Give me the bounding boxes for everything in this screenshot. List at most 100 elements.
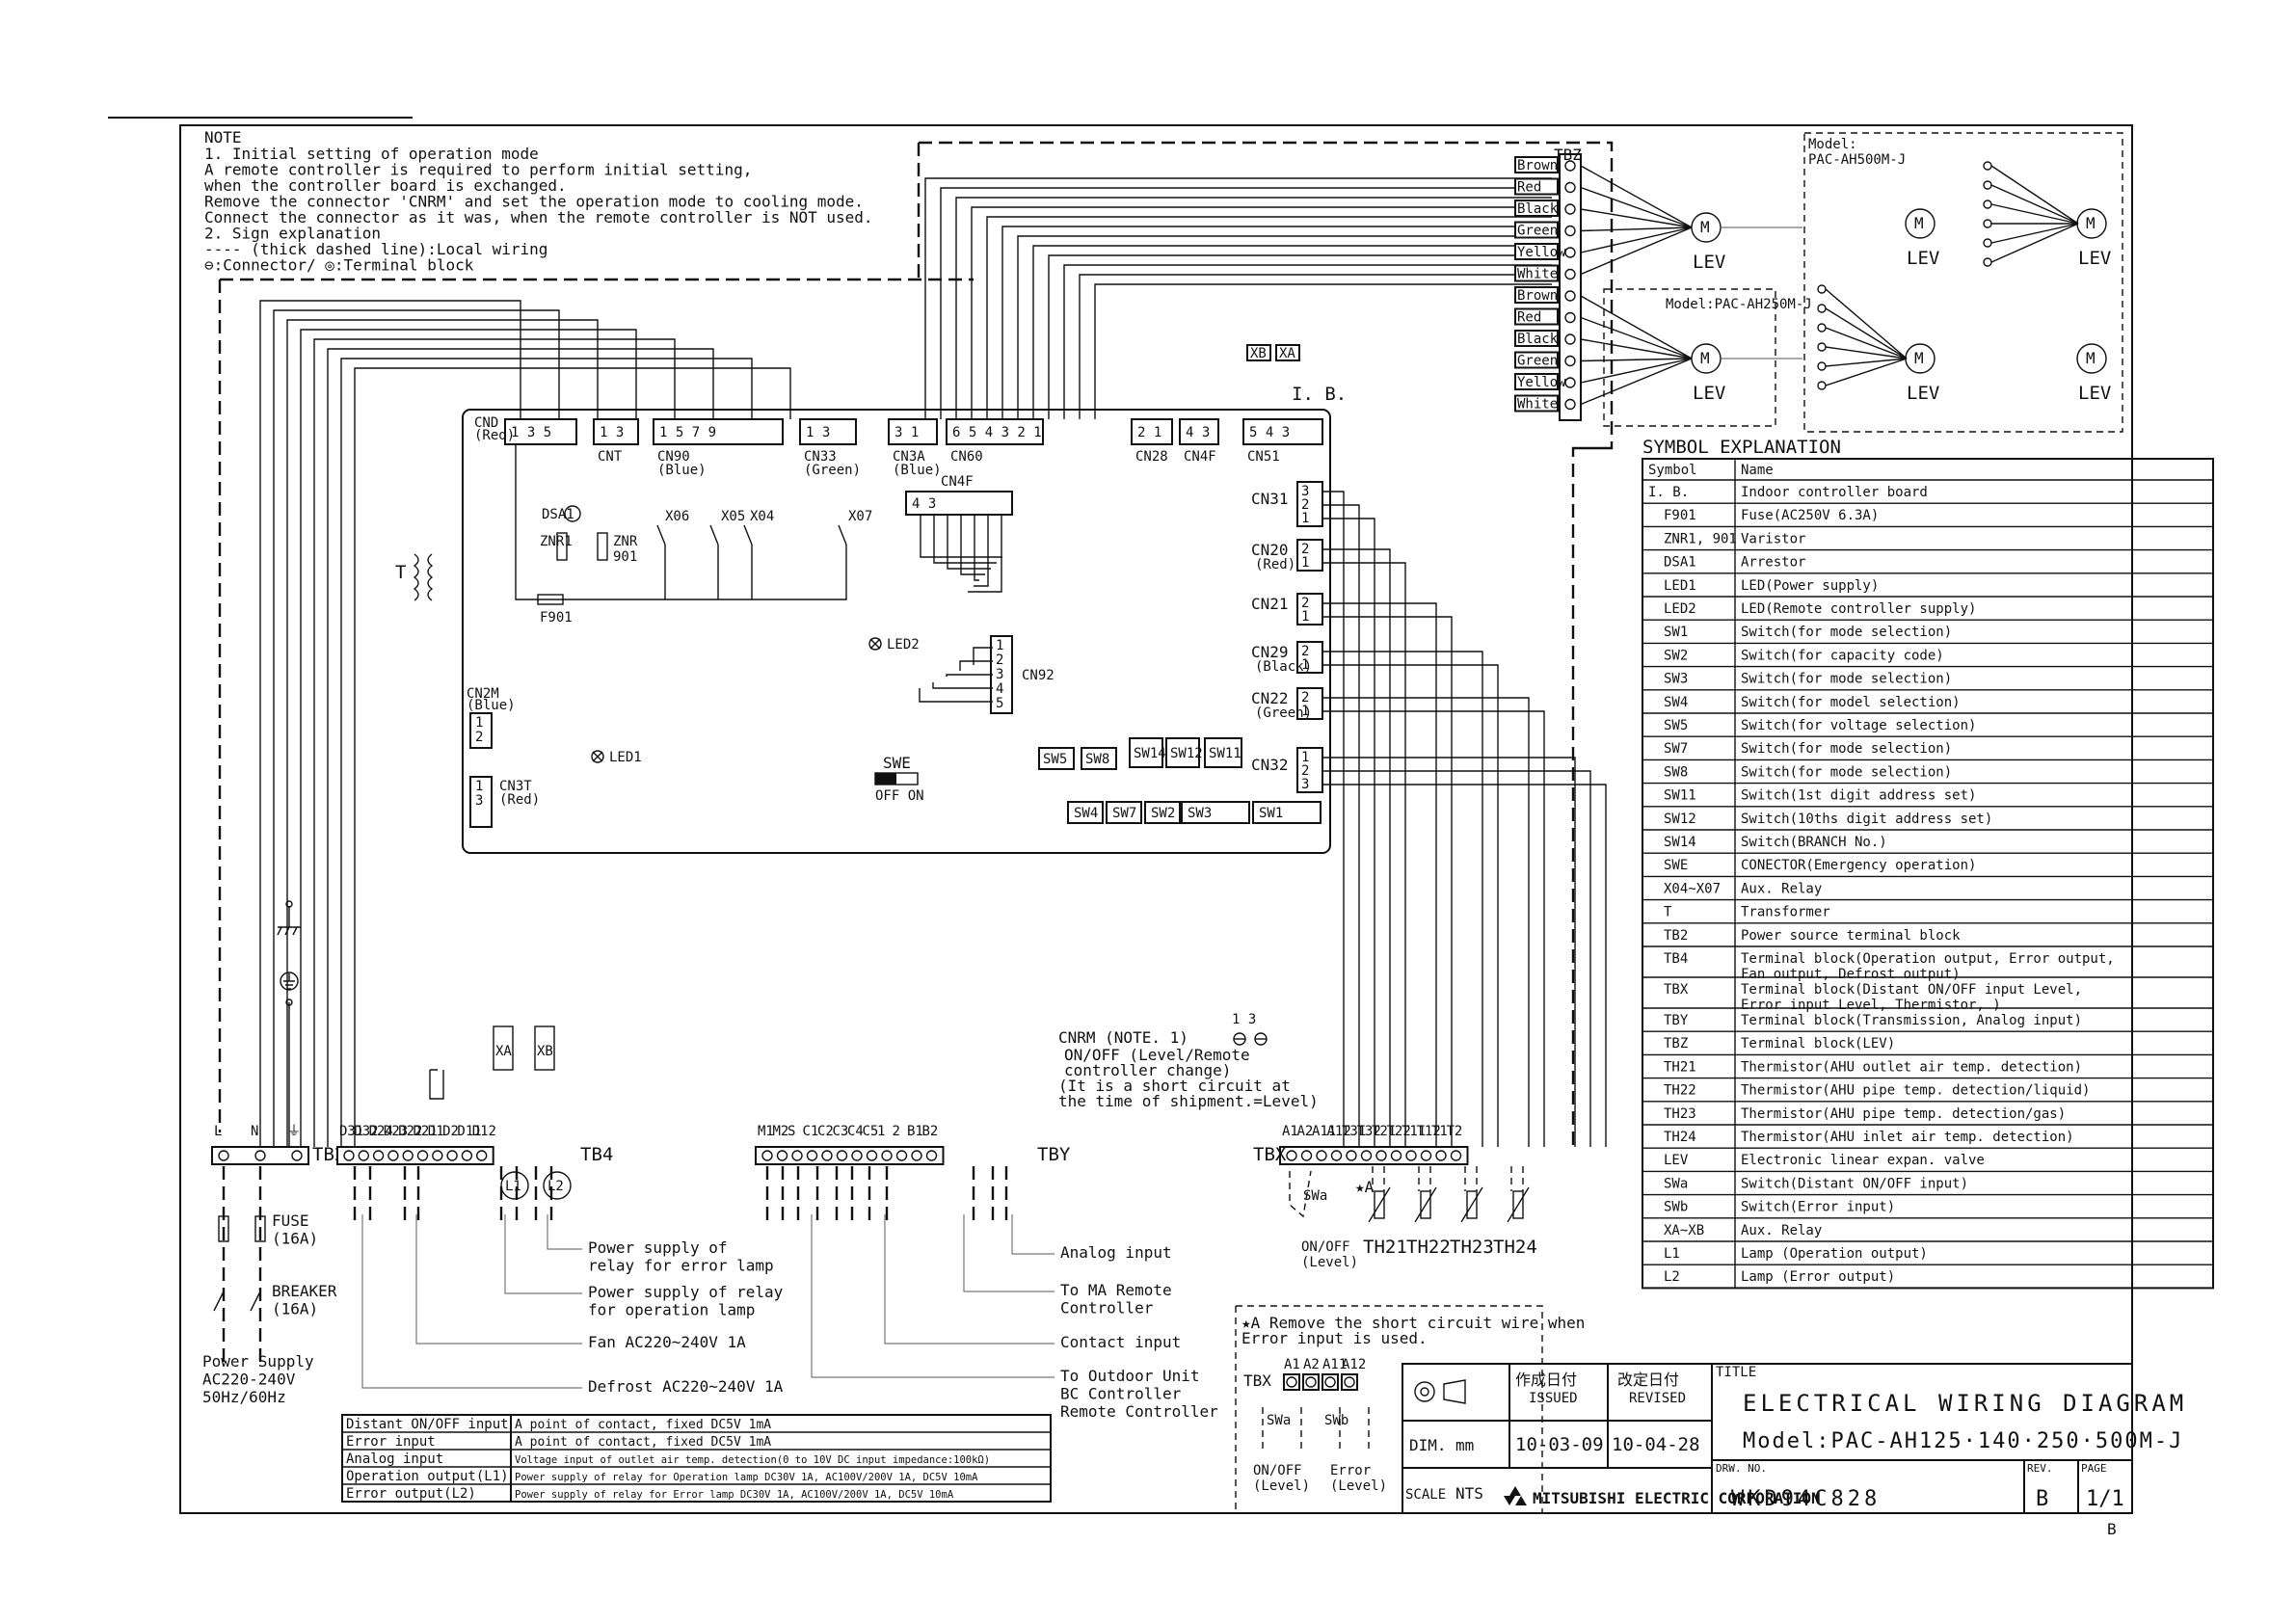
terminal-screw[interactable] (416, 1150, 429, 1161)
symbol-cell: TBX (1664, 982, 1689, 998)
connector-pin: 3 (996, 667, 1003, 682)
switch-sw12[interactable]: SW12 (1165, 737, 1203, 768)
callout-leader (415, 1214, 582, 1344)
cn7v-wire (960, 515, 985, 575)
terminal-label: D22 (398, 1124, 422, 1139)
terminal-screw[interactable] (1450, 1150, 1462, 1161)
terminal-screw[interactable] (1330, 1150, 1343, 1161)
cn92-wire (973, 647, 993, 665)
terminal-screw[interactable] (358, 1150, 369, 1161)
terminal-screw[interactable] (1360, 1150, 1373, 1161)
terminal-screw[interactable] (881, 1150, 893, 1161)
switch-sw7[interactable]: SW7 (1106, 801, 1142, 824)
symbol-desc: Lamp (Error output) (1741, 1269, 1895, 1285)
terminal-screw[interactable] (776, 1150, 788, 1161)
terminal-screw[interactable] (1346, 1150, 1357, 1161)
symbol-desc: Switch(for mode selection) (1741, 764, 1952, 780)
terminal-screw[interactable] (254, 1150, 266, 1161)
symbol-cell: TB2 (1664, 928, 1688, 944)
terminal-screw[interactable] (387, 1150, 399, 1161)
terminal-screw[interactable] (895, 1150, 908, 1161)
switch-sw4[interactable]: SW4 (1067, 801, 1104, 824)
symbol-desc: Switch(Error input) (1741, 1200, 1895, 1215)
terminal-screw[interactable] (1316, 1150, 1327, 1161)
terminal-screw[interactable] (761, 1150, 773, 1161)
connector-name: CN29 (1251, 643, 1289, 661)
switch-sw2[interactable]: SW2 (1144, 801, 1181, 824)
switch-sw5[interactable]: SW5 (1038, 747, 1075, 770)
symbol-cell: SW4 (1664, 695, 1688, 710)
lev-label: LEV (2078, 248, 2111, 269)
terminal-screw[interactable] (866, 1150, 878, 1161)
switch-sw3[interactable]: SW3 (1181, 801, 1250, 824)
terminal-screw[interactable] (1435, 1150, 1447, 1161)
connector-name: CN60 (950, 449, 983, 465)
terminal-screw[interactable] (446, 1150, 458, 1161)
note-line: when the controller board is exchanged. (204, 176, 567, 195)
connector-pins: 4 3 (912, 496, 936, 512)
terminal-screw[interactable] (821, 1150, 833, 1161)
symbol-cell: T (1664, 905, 1672, 920)
lev-label: LEV (1907, 248, 1939, 269)
symbol-cell: X04~X07 (1664, 881, 1721, 896)
thermistor-label: TH23 (1450, 1237, 1494, 1258)
switch-sw14[interactable]: SW14 (1129, 737, 1166, 768)
connector-name: CN21 (1251, 595, 1289, 613)
terminal-label: L (214, 1124, 222, 1139)
symbol-desc: LED(Power supply) (1741, 578, 1879, 594)
notes-block: NOTE 1. Initial setting of operation mod… (204, 128, 873, 275)
terminal-screw[interactable] (1390, 1150, 1402, 1161)
terminal-screw[interactable] (432, 1150, 443, 1161)
connector-sub: (Red) (499, 792, 540, 808)
terminal-label: A1 (1282, 1124, 1298, 1139)
terminal-screw[interactable] (372, 1150, 385, 1161)
terminal-screw[interactable] (402, 1150, 414, 1161)
terminal-screw[interactable] (1300, 1150, 1313, 1161)
frame-ground-icon (277, 926, 301, 936)
connector-pin: 1 (475, 779, 483, 794)
io-desc: Power supply of relay for Error lamp DC3… (515, 1489, 954, 1501)
terminal-label: D21 (414, 1124, 438, 1139)
switch-sw8[interactable]: SW8 (1081, 747, 1117, 770)
scale-label: SCALE (1405, 1487, 1446, 1503)
symbol-cell: SW3 (1664, 672, 1688, 687)
terminal-screw[interactable] (925, 1150, 938, 1161)
terminal-screw[interactable] (476, 1150, 488, 1161)
thermistor-label: TH22 (1406, 1237, 1451, 1258)
terminal-screw[interactable] (343, 1150, 355, 1161)
symbol-desc: Electronic linear expan. valve (1741, 1153, 1985, 1168)
terminal-screw[interactable] (1405, 1150, 1417, 1161)
terminal-screw[interactable] (1420, 1150, 1432, 1161)
terminal-screw[interactable] (291, 1150, 303, 1161)
switch-label: SW8 (1085, 752, 1109, 767)
x05-label: X05 (721, 509, 745, 524)
terminal-screw[interactable] (791, 1150, 803, 1161)
thermistor-th22: TH23 (1450, 1166, 1494, 1258)
terminal-screw[interactable] (911, 1150, 922, 1161)
tbz-wire-color: Red (1517, 310, 1541, 326)
corner-mark: B (2107, 1520, 2117, 1538)
terminal-label: D2 (442, 1124, 459, 1139)
drawing-title: ELECTRICAL WIRING DIAGRAM (1743, 1390, 2187, 1417)
terminal-screw[interactable] (806, 1150, 818, 1161)
terminal-screw[interactable] (461, 1150, 473, 1161)
terminal-screw[interactable] (218, 1150, 229, 1161)
terminal-screw[interactable] (836, 1150, 848, 1161)
callout-leader (884, 1214, 1055, 1344)
terminal-screw[interactable] (851, 1150, 863, 1161)
terminal-screw[interactable] (1375, 1150, 1387, 1161)
switch-sw1[interactable]: SW1 (1252, 801, 1322, 824)
terminal-label: 2 (893, 1124, 900, 1139)
switch-sw11[interactable]: SW11 (1204, 737, 1242, 768)
lev-wire (1094, 283, 1552, 419)
terminal-screw[interactable] (1286, 1150, 1297, 1161)
callout-leader (811, 1214, 1055, 1378)
connector-sub: (Blue) (893, 463, 942, 478)
